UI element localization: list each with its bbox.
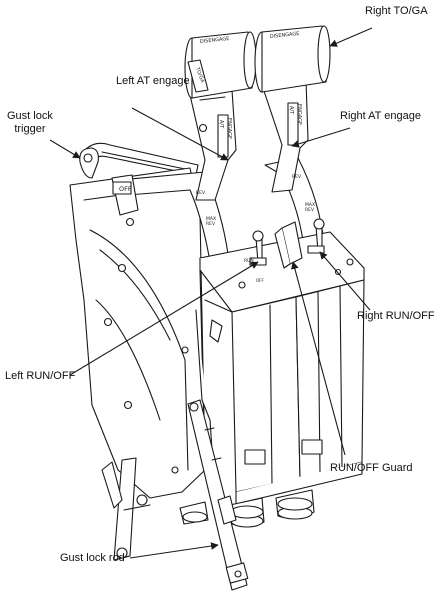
leader-left-run-off — [69, 261, 259, 376]
bottom-connectors — [179, 489, 315, 528]
marking-toga: TO/GA — [194, 66, 206, 85]
label-right-toga: Right TO/GA — [365, 5, 428, 17]
marking-engage-left: ENGAGE — [226, 118, 232, 139]
fuel-switches — [249, 218, 325, 269]
marking-engage-right: ENGAGE — [296, 104, 302, 125]
label-right-run-off: Right RUN/OFF — [357, 310, 435, 322]
label-right-at-engage: Right AT engage — [340, 110, 421, 122]
label-gust-lock-trigger: Gust lock trigger — [7, 110, 53, 135]
leader-gust-lock-trigger — [49, 139, 81, 159]
label-gust-lock-rod: Gust lock rod — [60, 552, 125, 564]
gust-lock-trigger-part — [79, 142, 199, 179]
left-lever-handle — [184, 31, 257, 99]
leader-right-run-off — [319, 251, 371, 311]
left-side-plate — [69, 167, 206, 499]
marking-disengage-right: DISENGAGE — [270, 31, 300, 40]
right-lever-handle — [254, 25, 331, 93]
marking-rev-left: REV — [196, 190, 206, 196]
marking-disengage-left: DISENGAGE — [200, 36, 230, 45]
marking-off: OFF — [119, 185, 132, 193]
marking-run: RUN — [244, 258, 254, 264]
lower-link-arm — [101, 457, 151, 561]
label-left-at-engage: Left AT engage — [116, 75, 190, 87]
leader-run-off-guard — [291, 261, 346, 456]
leader-right-at-engage — [291, 127, 351, 148]
label-left-run-off: Left RUN/OFF — [5, 370, 76, 382]
leader-right-toga — [329, 27, 373, 47]
pedestal-body — [195, 269, 365, 505]
marking-at-left: A/T — [218, 120, 224, 129]
leader-gust-lock-rod — [129, 542, 219, 559]
marking-at-right: A/T — [288, 106, 294, 115]
marking-off-switch: OFF — [256, 278, 264, 283]
right-thrust-lever — [261, 79, 309, 193]
marking-rev-right: REV — [292, 174, 302, 180]
gust-lock-rod-part — [187, 399, 249, 591]
label-run-off-guard: RUN/OFF Guard — [330, 462, 413, 474]
leader-left-at-engage — [131, 107, 229, 161]
